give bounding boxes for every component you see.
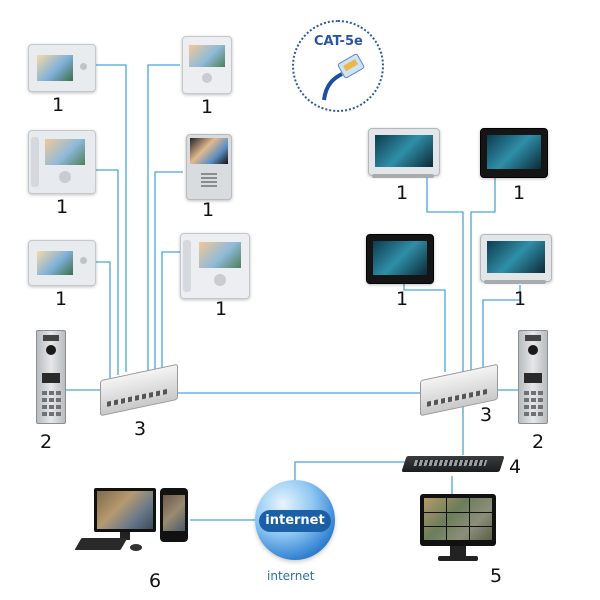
client-smartphone [160, 488, 188, 542]
label-handset-monitor-col2: 1 [215, 298, 228, 320]
handset-monitor-col2 [180, 233, 250, 299]
label-door-station-left: 2 [40, 431, 53, 453]
video-door-unit-col2 [186, 134, 232, 200]
indoor-monitor-right-3 [366, 234, 434, 284]
label-poe-switch-left: 3 [134, 418, 147, 440]
label-poe-switch-right: 3 [480, 404, 493, 426]
label-network-switch: 4 [509, 456, 522, 478]
door-station-left [36, 330, 66, 424]
label-indoor-monitor-right-2: 1 [513, 182, 526, 204]
indoor-monitor-right-1 [368, 128, 440, 178]
ethernet-plug-icon [322, 53, 365, 101]
label-indoor-monitor-right-1: 1 [396, 182, 409, 204]
label-indoor-monitor-left-2: 1 [55, 288, 68, 310]
cat5e-label: CAT-5e [314, 34, 363, 49]
door-station-right [518, 330, 548, 424]
internet-caption: internet [267, 569, 315, 583]
label-door-station-right: 2 [532, 431, 545, 453]
indoor-monitor-col2-1 [182, 36, 232, 94]
label-handset-monitor-left: 1 [56, 196, 69, 218]
label-indoor-monitor-right-4: 1 [514, 288, 527, 310]
label-indoor-monitor-right-3: 1 [396, 288, 409, 310]
handset-monitor-left [28, 130, 96, 194]
label-nvr-monitor: 5 [490, 565, 503, 587]
indoor-monitor-left-1 [28, 44, 96, 92]
indoor-monitor-right-4 [480, 234, 552, 286]
internet-globe-icon: internet [255, 480, 335, 560]
nvr-monitor [420, 494, 500, 564]
internet-globe-label: internet [259, 510, 331, 532]
cat5e-cable-badge: CAT-5e [292, 20, 384, 112]
label-indoor-monitor-col2-1: 1 [201, 96, 214, 118]
label-client-devices: 6 [149, 570, 162, 592]
indoor-monitor-left-2 [28, 240, 96, 286]
label-indoor-monitor-left-1: 1 [52, 94, 65, 116]
indoor-monitor-right-2 [480, 128, 548, 178]
client-desktop [74, 488, 158, 562]
network-switch [401, 452, 505, 476]
label-video-door-unit-col2: 1 [202, 199, 215, 221]
